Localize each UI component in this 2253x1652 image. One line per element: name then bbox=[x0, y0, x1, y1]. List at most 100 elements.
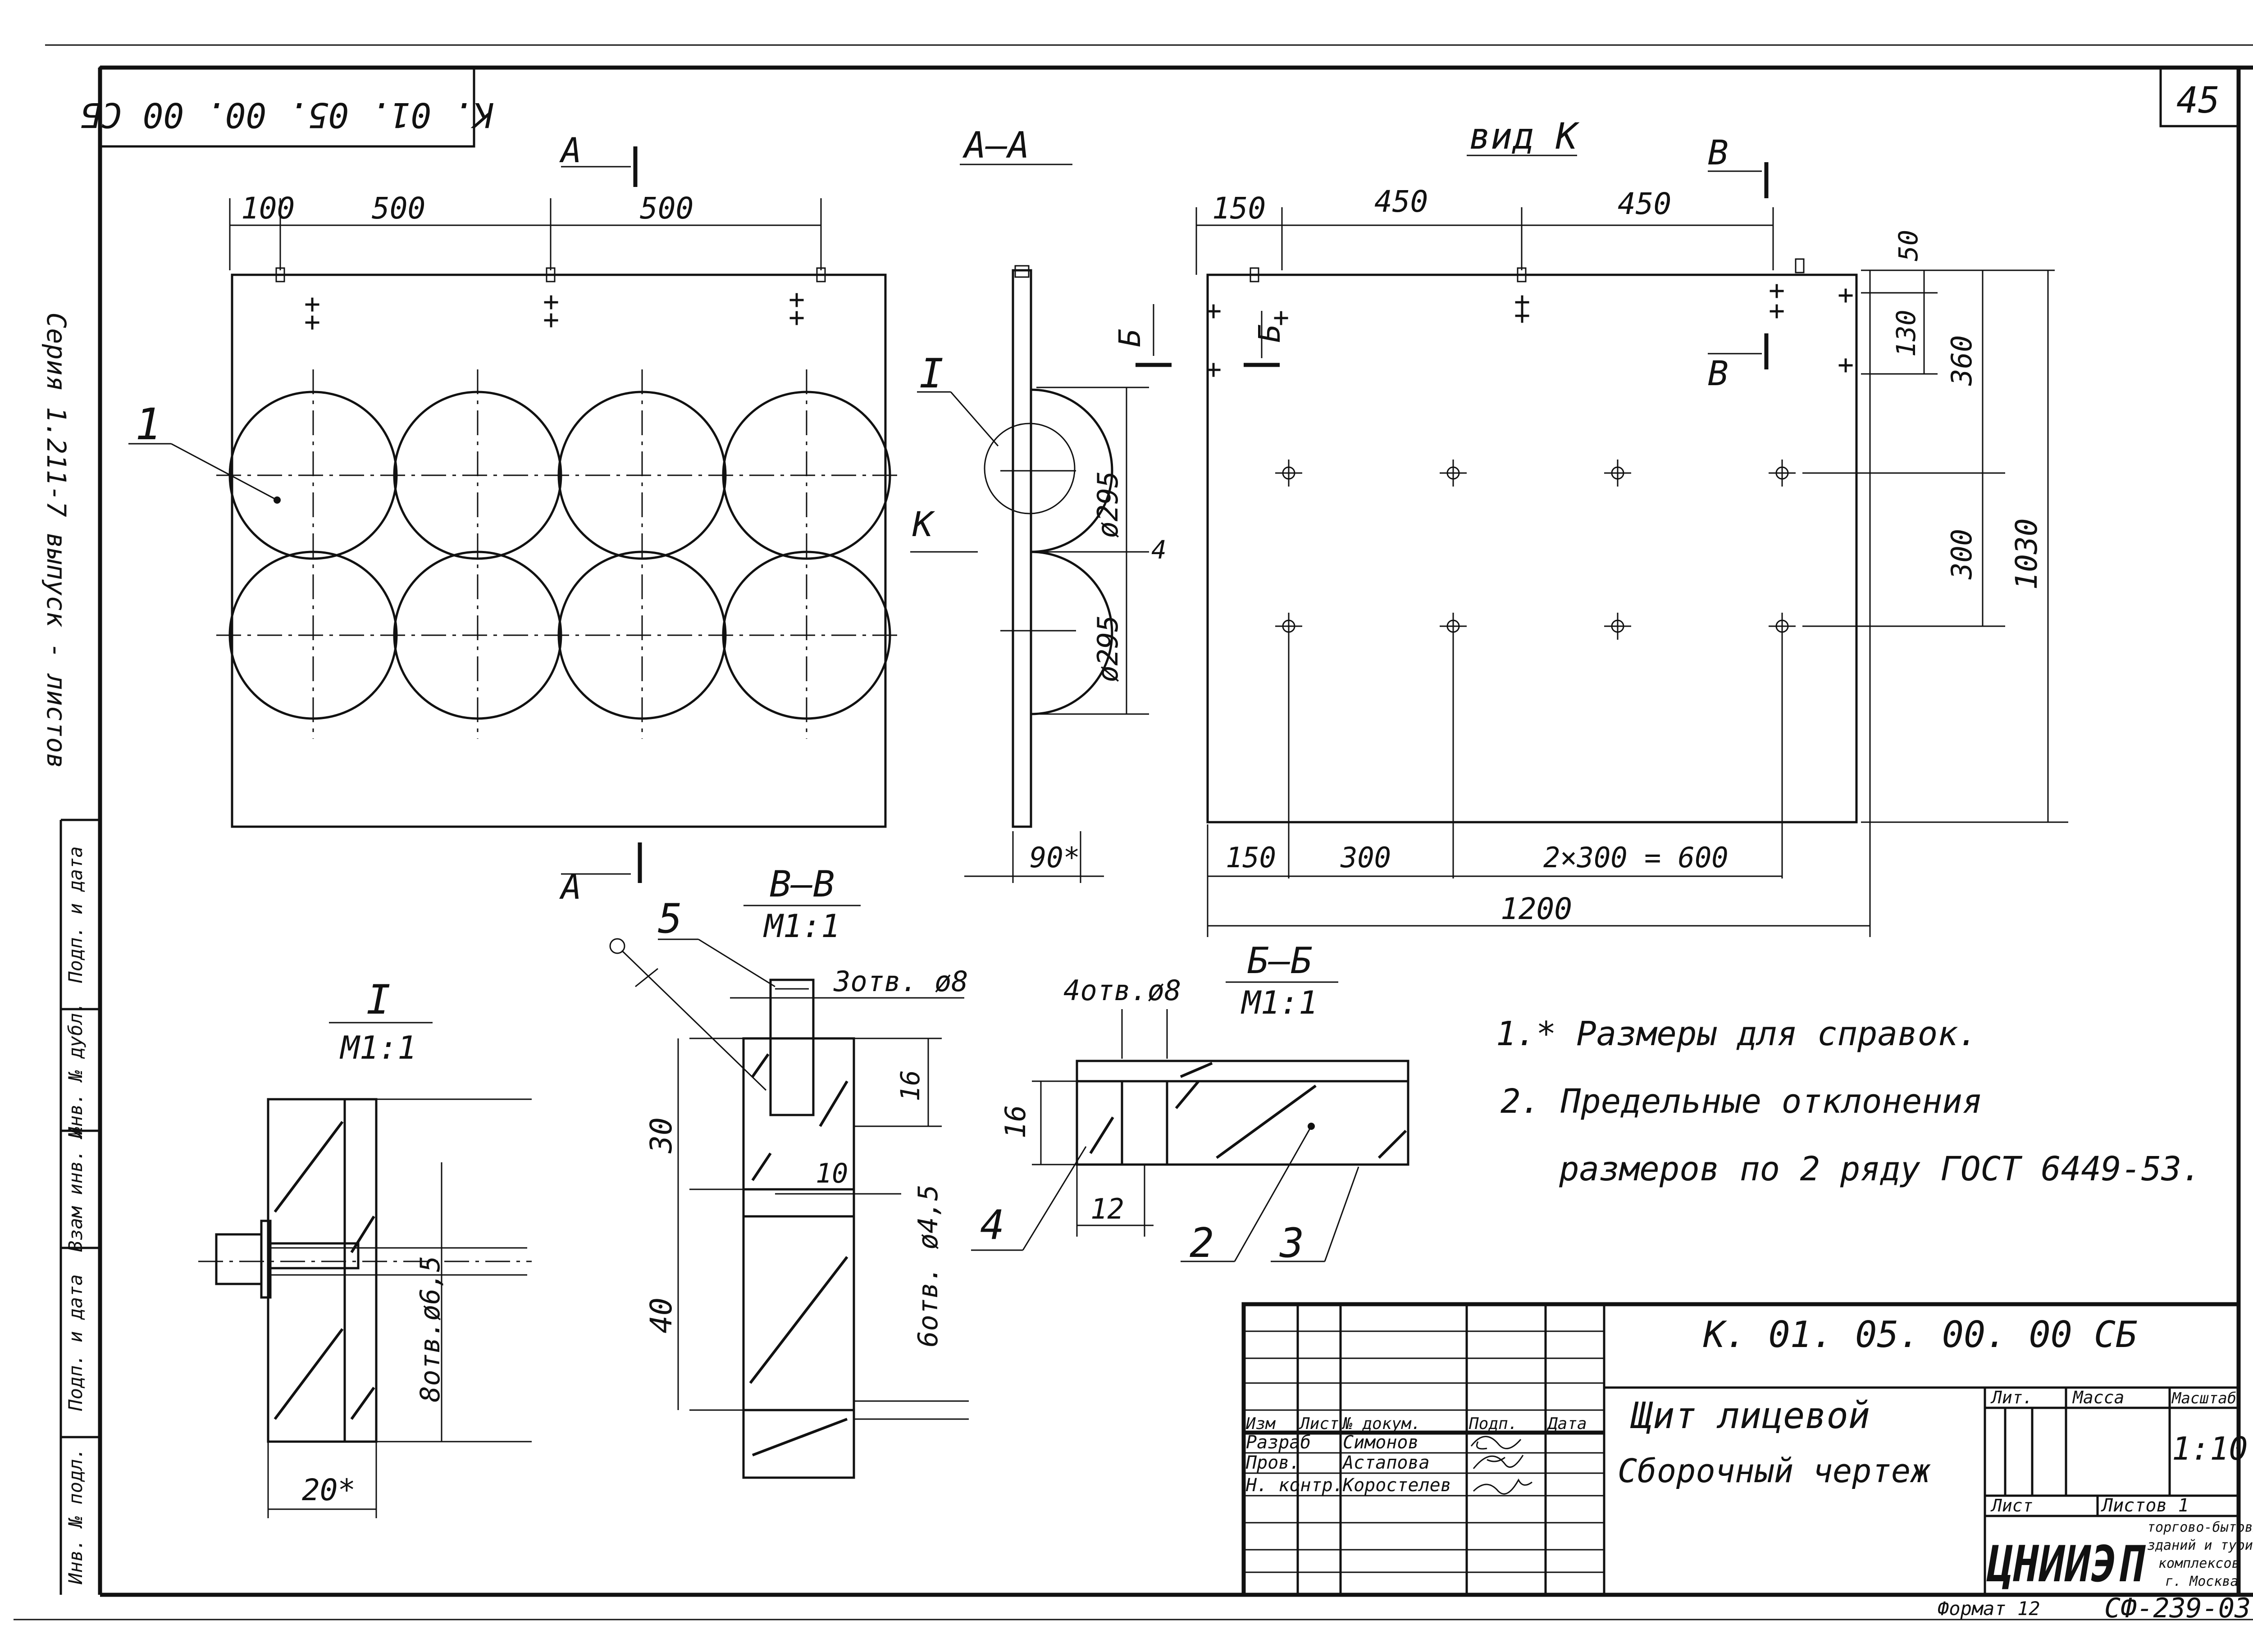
left-binding-strip: Инв. № подл. Подп. и дата Взам инв. № Ин… bbox=[59, 819, 100, 1595]
k-dim-360: 360 bbox=[1945, 335, 1978, 386]
detail-i-holes: 8отв.ø6,5 bbox=[415, 1256, 446, 1402]
sheet-number: 45 bbox=[2176, 79, 2220, 121]
tb-sheet-label: Лист bbox=[1990, 1496, 2033, 1515]
stamp-code: СФ-239-03 bbox=[2104, 1593, 2251, 1624]
cross-mark: + bbox=[1514, 286, 1530, 318]
notes: 1.* Размеры для справок. 2. Предельные о… bbox=[1496, 1015, 2202, 1188]
cross-mark: + bbox=[1514, 300, 1530, 331]
tb-org-logo: ЦНИИЭП bbox=[1986, 1535, 2146, 1593]
tb-header-date: Дата bbox=[1546, 1415, 1587, 1433]
aa-dim-d295-bottom: ø295 bbox=[1091, 615, 1124, 682]
bb-part-label-2: 2 bbox=[1190, 1220, 1214, 1267]
section-bb-title: Б–Б bbox=[1247, 940, 1313, 982]
tb-role-1: Разраб bbox=[1246, 1432, 1311, 1453]
vv-dim-30: 30 bbox=[644, 1117, 679, 1153]
view-k: вид К + + + + + + + + + bbox=[1113, 115, 2068, 937]
section-mark-a-bottom: А bbox=[559, 867, 582, 907]
cross-mark: + bbox=[1769, 295, 1785, 327]
cross-mark: + bbox=[789, 302, 805, 333]
tb-org-line4: г. Москва bbox=[2165, 1574, 2239, 1589]
bb-holes-label: 4отв.ø8 bbox=[1063, 974, 1181, 1007]
strip-label-3: Взам инв. № bbox=[64, 1127, 87, 1252]
k-dim-50: 50 bbox=[1893, 230, 1924, 261]
bb-dim-12: 12 bbox=[1090, 1192, 1124, 1225]
tb-header-sign: Подп. bbox=[1469, 1415, 1518, 1433]
k-dim-300-bottom: 300 bbox=[1340, 841, 1391, 874]
tb-org-line1: торгово-бытовых bbox=[2147, 1520, 2253, 1535]
section-vv-title: В–В bbox=[770, 863, 835, 905]
detail-i-title: I bbox=[366, 976, 391, 1024]
vv-dim-16: 16 bbox=[895, 1070, 926, 1101]
front-view-circles bbox=[228, 391, 891, 720]
cross-mark: + bbox=[304, 306, 320, 338]
tb-sheets-label: Листов 1 bbox=[2101, 1495, 2189, 1516]
sheet-frame bbox=[14, 44, 2253, 1620]
section-mark-v-bottom: В bbox=[1708, 353, 1729, 393]
cross-mark: + bbox=[304, 288, 320, 320]
section-mark-v-top: В bbox=[1708, 132, 1729, 173]
section-mark-b-right: Б bbox=[1252, 324, 1287, 342]
tb-header-izm: Изм bbox=[1245, 1415, 1276, 1433]
tb-code: К. 01. 05. 00. 00 СБ bbox=[1703, 1314, 2137, 1356]
detail-i: I М1:1 8отв.ø6,5 20* bbox=[198, 976, 532, 1518]
aa-dim-4: 4 bbox=[1151, 536, 1167, 565]
tb-name-line2: Сборочный чертеж bbox=[1618, 1452, 1931, 1490]
detail-i-dim-20: 20* bbox=[302, 1473, 356, 1507]
front-part-label: 1 bbox=[135, 399, 161, 450]
bb-part-label-3: 3 bbox=[1279, 1220, 1304, 1267]
k-dim-1200: 1200 bbox=[1500, 892, 1572, 926]
sheet-number-box: 45 bbox=[2159, 66, 2240, 127]
section-mark-b-left: Б bbox=[1113, 329, 1147, 347]
tb-org-line3: комплексов bbox=[2158, 1556, 2240, 1571]
vv-holes-label: 3отв. ø8 bbox=[833, 965, 968, 998]
view-k-holes bbox=[1275, 460, 1796, 640]
tb-mass-label: Масса bbox=[2072, 1388, 2124, 1407]
strip-label-1: Инв. № подл. bbox=[64, 1447, 87, 1584]
rotated-drawing-code: К. 01. 05. 00. 00 СБ bbox=[81, 95, 493, 135]
vv-dim-40: 40 bbox=[644, 1297, 679, 1333]
format-text: Формат 12 bbox=[1938, 1597, 2040, 1620]
front-dim-500a: 500 bbox=[372, 191, 425, 226]
cross-mark: + bbox=[1205, 354, 1222, 385]
view-k-title: вид К bbox=[1469, 115, 1580, 157]
bb-part-label-4: 4 bbox=[980, 1201, 1004, 1249]
tb-name-3: Коростелев bbox=[1342, 1475, 1451, 1496]
tb-org-line2: зданий и туристских bbox=[2147, 1538, 2253, 1553]
detail-mark-i: I bbox=[919, 350, 944, 397]
section-vv: В–В М1:1 30 40 16 3отв. ø8 10 6отв. ø bbox=[609, 863, 969, 1479]
k-dim-300-right: 300 bbox=[1945, 529, 1978, 580]
cross-mark: + bbox=[543, 304, 559, 336]
front-view: + + + + + + 100 500 500 1 А А bbox=[128, 130, 901, 907]
cross-mark: + bbox=[1769, 275, 1785, 306]
aa-dim-d295-top: ø295 bbox=[1091, 471, 1124, 538]
note-1: 1.* Размеры для справок. bbox=[1496, 1015, 1978, 1053]
cross-mark: + bbox=[789, 284, 805, 315]
strip-label-4: Инв. № дубл. bbox=[64, 1001, 87, 1138]
section-bb-scale: М1:1 bbox=[1241, 984, 1318, 1021]
k-dim-450b: 450 bbox=[1618, 187, 1671, 221]
k-dim-2x300: 2×300 = 600 bbox=[1543, 841, 1729, 874]
tb-name-1: Симонов bbox=[1343, 1432, 1419, 1453]
section-bb: Б–Б М1:1 4отв.ø8 16 12 4 2 3 bbox=[971, 940, 1409, 1267]
section-vv-scale: М1:1 bbox=[763, 908, 840, 945]
aa-dim-90: 90* bbox=[1030, 841, 1080, 874]
strip-label-2: Подп. и дата bbox=[64, 1274, 87, 1411]
note-2: 2. Предельные отклонения bbox=[1500, 1082, 1982, 1121]
vv-holes-bottom: 6отв. ø4,5 bbox=[912, 1184, 944, 1347]
vv-part-label: 5 bbox=[658, 895, 682, 942]
tb-name-line1: Щит лицевой bbox=[1630, 1395, 1870, 1437]
bb-dim-16: 16 bbox=[999, 1105, 1032, 1139]
section-aa: А–А I К ø295 ø295 4 90* bbox=[910, 124, 1167, 883]
k-dim-1030: 1030 bbox=[2009, 519, 2044, 590]
cross-mark: + bbox=[1205, 295, 1222, 327]
tb-scale-label: Масштаб bbox=[2171, 1389, 2236, 1407]
k-dim-450a: 450 bbox=[1374, 184, 1428, 219]
k-dim-150-top: 150 bbox=[1212, 191, 1266, 226]
note-3: размеров по 2 ряду ГОСТ 6449-53. bbox=[1559, 1150, 2202, 1188]
side-margin-text: Серия 1.211-7 выпуск - листов bbox=[41, 313, 72, 769]
k-dim-150-bottom: 150 bbox=[1226, 841, 1276, 874]
front-dim-100: 100 bbox=[241, 191, 295, 226]
section-aa-title: А–А bbox=[962, 124, 1030, 166]
k-dim-130: 130 bbox=[1891, 310, 1921, 357]
